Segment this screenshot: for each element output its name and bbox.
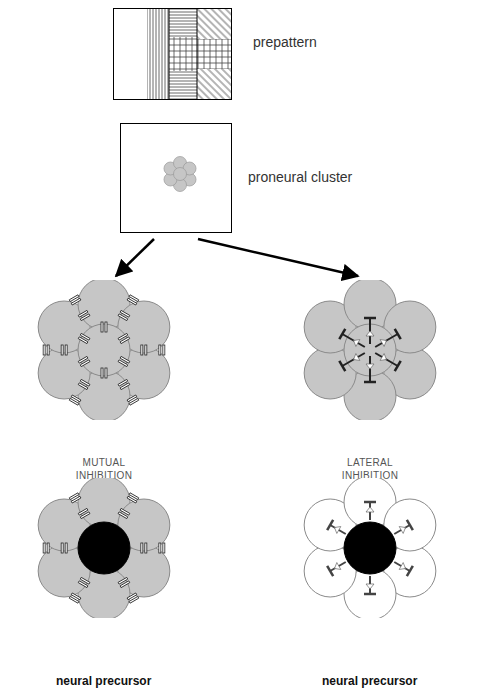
flow-arrow (198, 239, 358, 276)
cluster-drawing (300, 478, 440, 618)
cluster-drawing (300, 280, 440, 420)
cell-cluster: neural precursor (34, 478, 174, 618)
outcome-label: neural precursor (56, 674, 151, 688)
cluster-drawing (34, 280, 174, 420)
cell-cluster: neural precursor (300, 478, 440, 618)
cell-cluster: MUTUAL INHIBITION (34, 280, 174, 420)
cell-cluster: LATERAL INHIBITION (300, 280, 440, 420)
stage-label: proneural cluster (248, 169, 352, 185)
stage-label: prepattern (253, 34, 317, 50)
outcome-label: neural precursor (322, 674, 417, 688)
cluster-drawing (120, 123, 232, 233)
cluster-drawing (113, 8, 232, 100)
cluster-drawing (34, 478, 174, 618)
flow-arrow (116, 239, 154, 276)
pattern-box: prepattern (113, 8, 232, 100)
pattern-box: proneural cluster (120, 123, 232, 233)
